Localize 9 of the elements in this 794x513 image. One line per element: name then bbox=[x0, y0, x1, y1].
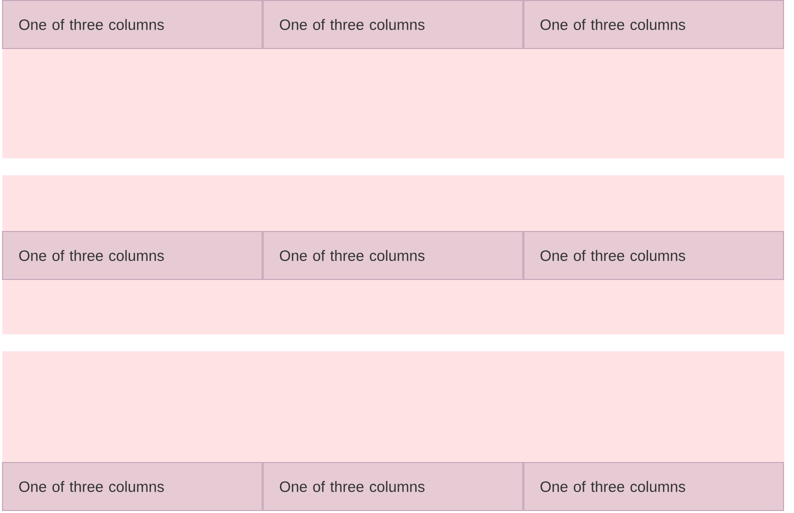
grid-column: One of three columns bbox=[523, 231, 784, 280]
grid-column: One of three columns bbox=[523, 0, 784, 49]
grid-column: One of three columns bbox=[523, 462, 784, 511]
grid-column: One of three columns bbox=[2, 231, 263, 280]
grid-column: One of three columns bbox=[262, 231, 524, 280]
grid-column: One of three columns bbox=[262, 0, 524, 49]
grid-column: One of three columns bbox=[2, 462, 263, 511]
grid-column: One of three columns bbox=[2, 0, 263, 49]
grid-column: One of three columns bbox=[262, 462, 524, 511]
